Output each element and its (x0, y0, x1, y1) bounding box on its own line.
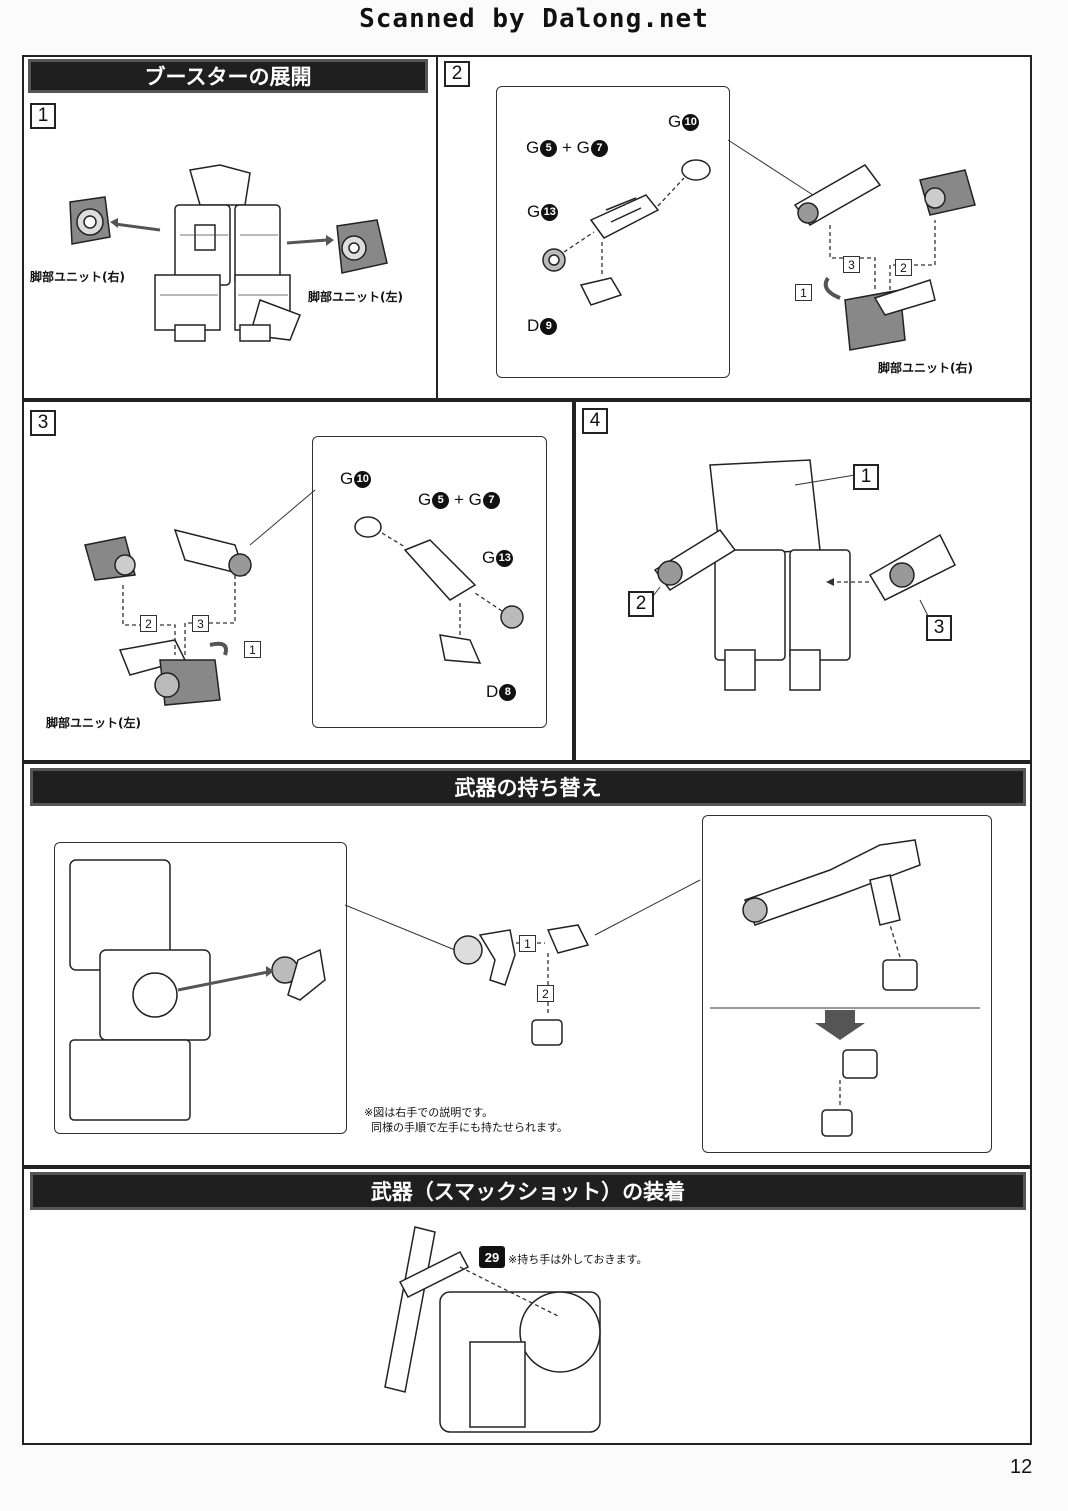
page-number: 12 (1010, 1456, 1033, 1478)
note-remove-hand: ※持ち手は外しておきます。 (508, 1253, 648, 1266)
mini-step-1: 1 (795, 284, 812, 301)
watermark: Scanned by Dalong.net (359, 4, 709, 34)
leg-booster-open-diagram-2 (793, 164, 976, 351)
booster-assembly-diagram-2 (542, 159, 711, 306)
note-right-hand: ※図は右手での説明です。 同様の手順で左手にも持たせられます。 (364, 1106, 568, 1134)
step-number-2: 2 (444, 61, 470, 87)
mech-with-boosters-illustration (649, 459, 957, 691)
step-number-3: 3 (30, 410, 56, 436)
mini-step-1-s3: 1 (244, 641, 261, 658)
section-header-booster: ブースターの展開 (28, 59, 428, 93)
callout-2: 2 (628, 591, 654, 617)
booster-assembly-diagram-3 (354, 516, 524, 664)
mini-step-2: 2 (895, 259, 912, 276)
hand-parts-diagram (453, 924, 590, 1046)
part-label-29: 29 (478, 1246, 505, 1268)
subassembly-box-step3 (312, 436, 547, 728)
leg-booster-open-diagram-3 (84, 528, 252, 706)
subassembly-box-step2 (496, 86, 730, 378)
callout-1: 1 (853, 464, 879, 490)
callout-3: 3 (926, 615, 952, 641)
mech-arm-hand-illustration (69, 859, 326, 1121)
leg-unit-right-part (69, 196, 161, 245)
hand-to-parts-lines (344, 904, 456, 951)
mini-step-2-s3: 2 (140, 615, 157, 632)
leg-unit-left-part (286, 219, 388, 274)
mini-step-2-hand: 2 (537, 985, 554, 1002)
mini-step-3: 3 (843, 256, 860, 273)
step-number-4: 4 (582, 408, 608, 434)
shotgun-grip-diagram (710, 839, 980, 1137)
label-leg-unit-left: 脚部ユニット(左) (308, 290, 403, 304)
mech-with-gun-illustration (384, 1226, 601, 1433)
section-header-weapon-swap: 武器の持ち替え (30, 768, 1026, 806)
parts-to-gun-line (594, 879, 701, 936)
label-leg-unit-right: 脚部ユニット(右) (30, 270, 125, 284)
step-number-1: 1 (30, 103, 56, 129)
label-leg-unit-right-2: 脚部ユニット(右) (878, 361, 973, 375)
mini-step-3-s3: 3 (192, 615, 209, 632)
label-leg-unit-left-3: 脚部ユニット(左) (46, 716, 141, 730)
booster-connection-line-2 (727, 139, 814, 196)
mini-step-1-hand: 1 (519, 935, 536, 952)
booster-connection-line-3 (249, 489, 316, 546)
mech-legs-illustration (154, 164, 301, 342)
section-header-weapon-mount: 武器（スマックショット）の装着 (30, 1172, 1026, 1210)
